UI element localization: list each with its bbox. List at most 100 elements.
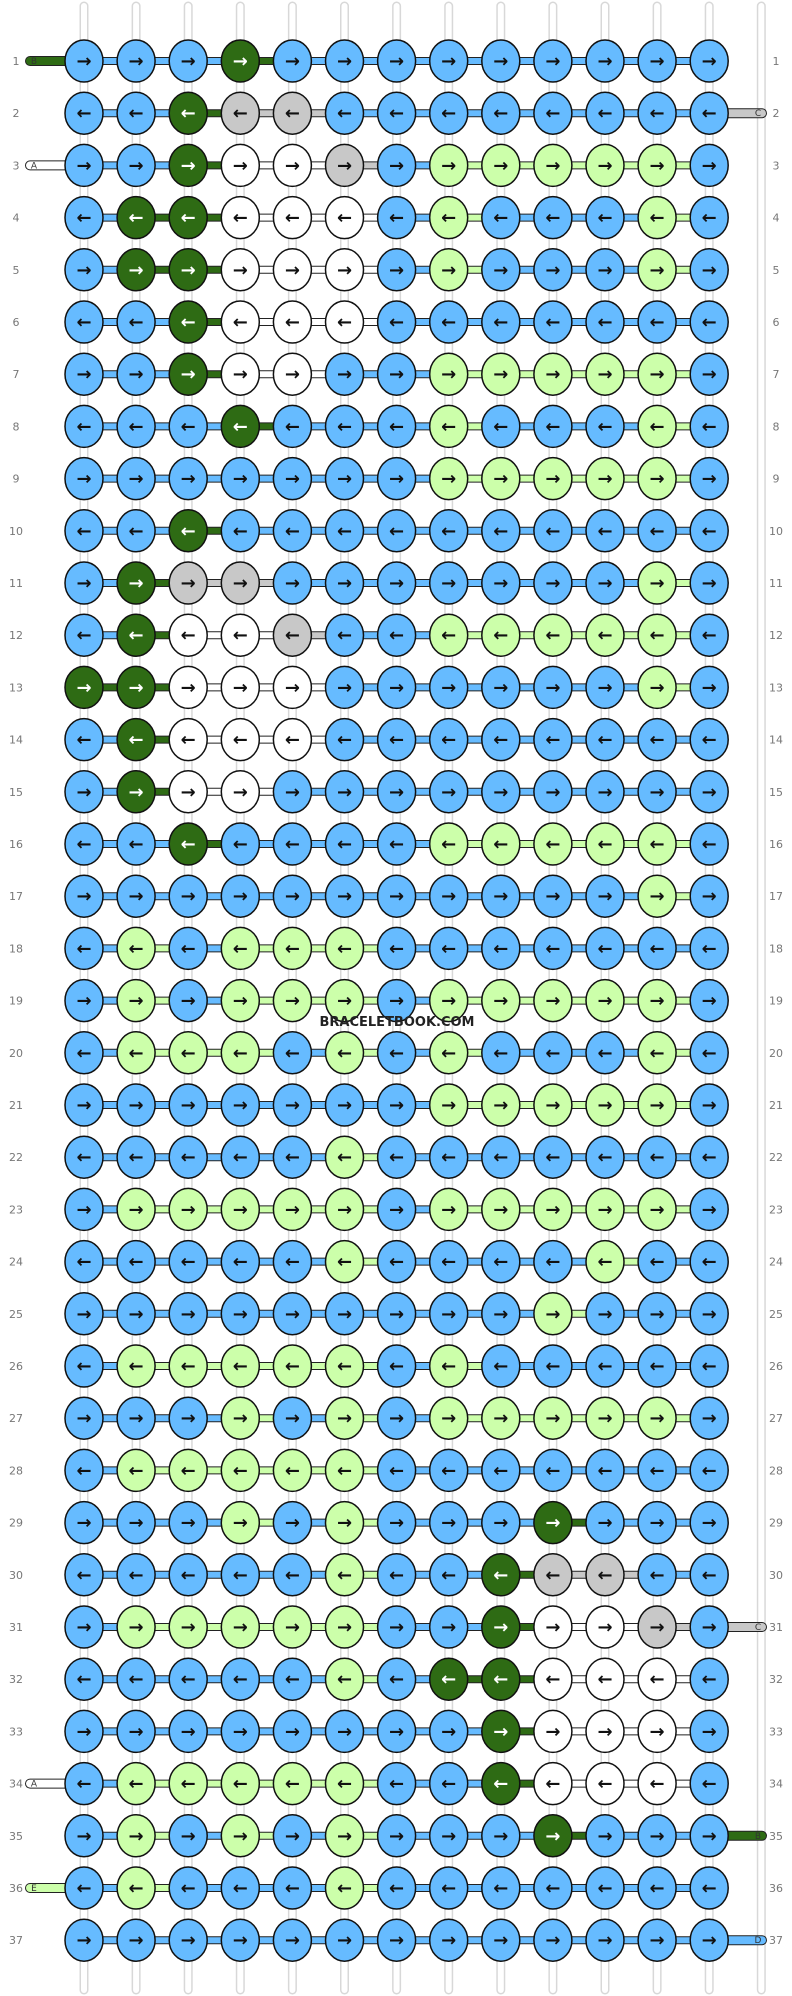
knot-oval (376, 1866, 417, 1910)
knot: ← (116, 1657, 156, 1701)
knot: → (220, 874, 261, 918)
knot: ← (376, 1553, 417, 1597)
knot: ← (689, 1448, 729, 1493)
arrow-left-icon: ← (702, 1878, 717, 1899)
knot-oval (64, 1292, 104, 1336)
arrow-right-icon: → (129, 364, 144, 385)
knot: ← (272, 613, 313, 657)
knot-oval (168, 1396, 208, 1440)
knot-oval (272, 1814, 313, 1858)
knot-oval (220, 770, 261, 814)
arrow-right-icon: → (441, 469, 456, 490)
knot: → (533, 1396, 573, 1440)
arrow-left-icon: ← (389, 1252, 404, 1273)
arrow-left-icon: ← (337, 834, 352, 855)
knot-oval (481, 1918, 521, 1962)
knot-oval (64, 926, 104, 971)
knot: ← (533, 404, 573, 449)
knot-oval (116, 665, 156, 710)
knot: ← (220, 1031, 261, 1075)
knot: ← (116, 404, 156, 449)
arrow-right-icon: → (389, 677, 404, 698)
knot-oval (272, 1761, 313, 1806)
knot-oval (585, 1187, 625, 1232)
arrow-left-icon: ← (285, 208, 300, 229)
knot-oval (116, 39, 156, 83)
arrow-right-icon: → (285, 1408, 300, 1429)
arrow-right-icon: → (285, 1721, 300, 1742)
knot-oval (64, 978, 104, 1023)
knot-oval (376, 613, 417, 657)
knot-oval (428, 665, 469, 710)
arrow-left-icon: ← (441, 1460, 456, 1481)
knot: ← (324, 1344, 365, 1388)
knot: ← (324, 1135, 365, 1179)
knot-oval (585, 926, 625, 971)
knot-oval (428, 300, 469, 344)
knot-oval (272, 352, 313, 396)
knot: → (64, 1709, 104, 1754)
knot: → (220, 39, 261, 83)
row-number-left: 4 (13, 212, 20, 225)
arrow-right-icon: → (181, 1826, 196, 1847)
knot-oval (272, 195, 313, 240)
knot: → (585, 1709, 625, 1754)
arrow-right-icon: → (337, 1826, 352, 1847)
knot-oval (376, 1448, 417, 1493)
knot: ← (428, 1553, 469, 1597)
knot: → (481, 1814, 521, 1858)
arrow-right-icon: → (441, 573, 456, 594)
knot: → (64, 1083, 104, 1127)
knot: → (376, 874, 417, 918)
knot-oval (220, 561, 261, 605)
knot: → (481, 352, 521, 396)
arrow-right-icon: → (129, 1199, 144, 1220)
knot-oval (116, 1344, 156, 1388)
knot-oval (585, 1396, 625, 1440)
knot: → (272, 1500, 313, 1545)
arrow-right-icon: → (650, 991, 665, 1012)
knot: ← (64, 822, 104, 866)
knot: ← (116, 195, 156, 240)
knot: → (220, 248, 261, 292)
knot: → (64, 1918, 104, 1962)
arrow-right-icon: → (389, 573, 404, 594)
arrow-left-icon: ← (545, 1878, 560, 1899)
knot-oval (168, 1031, 208, 1075)
knot-oval (481, 822, 521, 866)
knot: ← (481, 1031, 521, 1075)
knot: → (116, 143, 156, 188)
arrow-left-icon: ← (597, 208, 612, 229)
knot-oval (168, 978, 208, 1023)
knot: ← (116, 300, 156, 344)
knot-oval (637, 456, 677, 501)
knot-oval (689, 39, 729, 83)
knot: ← (637, 1344, 677, 1388)
row-number-left: 36 (9, 1882, 23, 1895)
knot-oval (220, 1396, 261, 1440)
arrow-left-icon: ← (493, 103, 508, 124)
knot: → (116, 1709, 156, 1754)
knot: → (637, 1814, 677, 1858)
arrow-left-icon: ← (337, 521, 352, 542)
knot-oval (481, 874, 521, 918)
knot-oval (168, 195, 208, 240)
knot-oval (272, 509, 313, 553)
knot-oval (324, 1866, 365, 1910)
arrow-right-icon: → (545, 1513, 560, 1534)
arrow-left-icon: ← (545, 312, 560, 333)
knot-oval (324, 978, 365, 1023)
knot: → (64, 561, 104, 605)
knot-oval (324, 456, 365, 501)
knot-oval (116, 1553, 156, 1597)
arrow-left-icon: ← (702, 1460, 717, 1481)
knot: → (220, 770, 261, 814)
arrow-left-icon: ← (702, 625, 717, 646)
knot: → (585, 143, 625, 188)
arrow-right-icon: → (285, 1617, 300, 1638)
knot: → (585, 978, 625, 1023)
knot: → (533, 1083, 573, 1127)
knot-oval (324, 195, 365, 240)
row-number-left: 12 (9, 629, 23, 642)
knot-oval (428, 1344, 469, 1388)
